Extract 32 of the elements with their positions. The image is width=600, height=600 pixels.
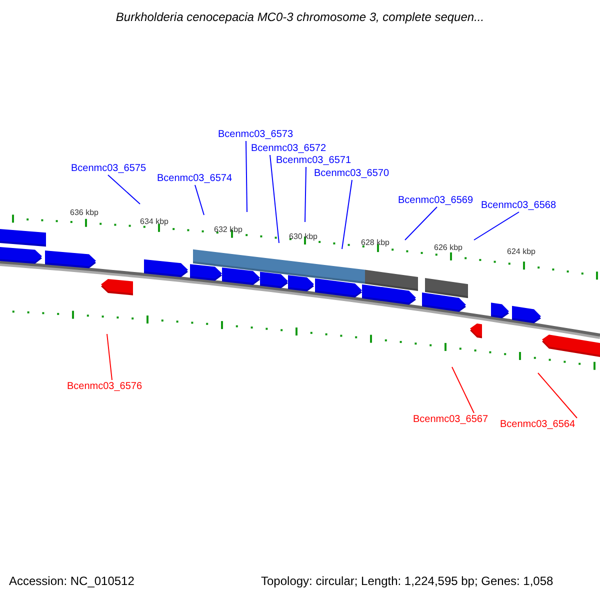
footer-text: Topology: circular; Length: 1,224,595 bp; Genes: 1,058: [261, 575, 554, 588]
leader-line: [108, 174, 140, 204]
gene-label: Bcenmc03_6568: [481, 199, 556, 212]
gene-label: Bcenmc03_6570: [314, 167, 390, 180]
scale-label: 630 kbp: [289, 231, 318, 243]
leader-line: [106, 334, 112, 380]
gene-label: Bcenmc03_6573: [218, 128, 294, 141]
gene-label: Bcenmc03_6567: [413, 413, 488, 426]
leader-line: [342, 180, 352, 250]
leader-line: [270, 154, 280, 244]
gene-label: Bcenmc03_6572: [251, 142, 326, 155]
scale-label: 628 kbp: [361, 237, 390, 249]
footer-text: Accession: NC_010512: [9, 575, 134, 588]
scale-label: 634 kbp: [140, 216, 168, 228]
leader-line: [304, 166, 306, 222]
gene-label: Bcenmc03_6564: [500, 418, 576, 431]
gene-label: Bcenmc03_6575: [71, 162, 146, 175]
gene-label: Bcenmc03_6574: [157, 172, 232, 185]
title: Burkholderia cenocepacia MC0-3 chromosome 3, complete sequen...: [114, 11, 486, 24]
gene-label: Bcenmc03_6569: [398, 194, 474, 207]
scale-label: 636 kbp: [70, 207, 98, 219]
scale-label: 632 kbp: [214, 224, 242, 236]
leader-line: [404, 206, 438, 240]
scale-label: 626 kbp: [434, 242, 462, 254]
leader-line: [474, 212, 520, 240]
gene-label: Bcenmc03_6571: [276, 154, 352, 167]
scale-label: 624 kbp: [507, 246, 536, 258]
leader-line: [538, 372, 578, 418]
leader-line: [452, 366, 474, 414]
gene-label: Bcenmc03_6576: [67, 380, 142, 393]
leader-line: [194, 184, 204, 216]
leader-line: [246, 140, 248, 212]
